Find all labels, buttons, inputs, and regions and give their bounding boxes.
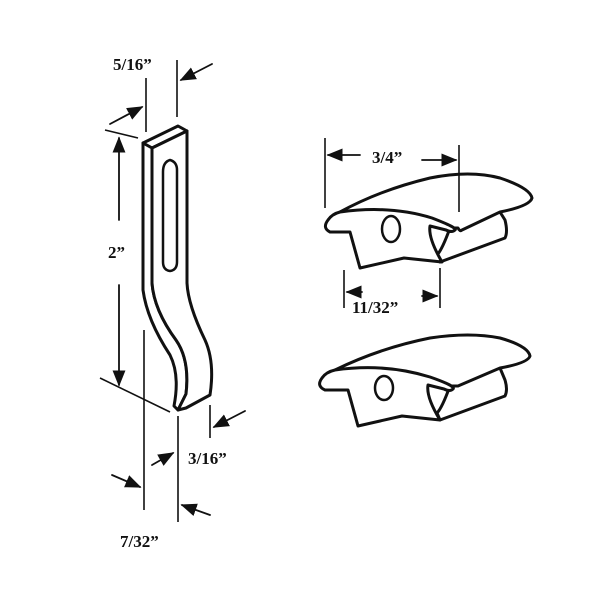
guide-upper-part xyxy=(323,172,534,270)
label-guide-base: 11/32” xyxy=(352,298,398,317)
dimension-top-width: 5/16” xyxy=(109,55,213,132)
dimension-height: 2” xyxy=(99,129,171,413)
bracket-part xyxy=(141,124,214,412)
guide-lower-part xyxy=(318,333,532,428)
label-height: 2” xyxy=(108,243,125,262)
label-foot-width: 3/16” xyxy=(188,449,227,468)
label-guide-width: 3/4” xyxy=(372,148,402,167)
dimension-thickness: 7/32” xyxy=(111,330,211,551)
label-thickness: 7/32” xyxy=(120,532,159,551)
dimension-guide-width: 3/4” xyxy=(324,138,460,212)
dimension-foot-width: 3/16” xyxy=(151,405,246,468)
dimension-guide-base: 11/32” xyxy=(343,268,441,317)
label-top-width: 5/16” xyxy=(113,55,152,74)
